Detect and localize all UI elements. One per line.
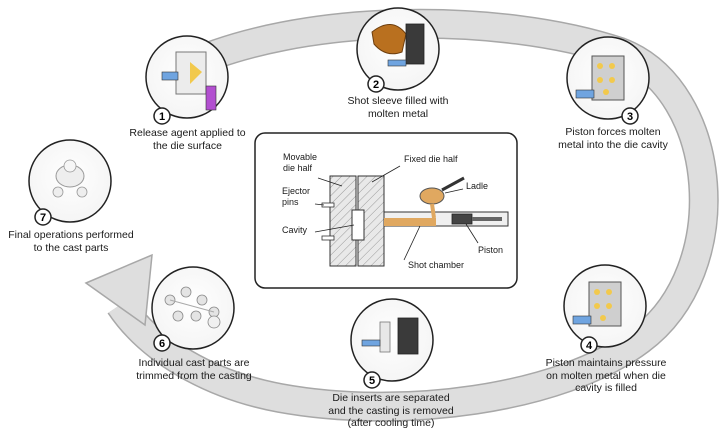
label-ejector-pins-1: Ejector bbox=[282, 186, 310, 196]
step-7-caption: Final operations performed to the cast p… bbox=[2, 229, 140, 254]
step-1-caption-line2: the die surface bbox=[153, 139, 222, 152]
step-3-number: 3 bbox=[627, 111, 633, 123]
step-1-caption: Release agent applied to the die surface bbox=[120, 127, 255, 152]
step-4-caption-line3: cavity is filled bbox=[575, 382, 637, 394]
ladle-handle bbox=[441, 176, 465, 192]
step-4-badge bbox=[580, 336, 598, 354]
step-5-caption-line1: Die inserts are separated bbox=[332, 392, 450, 404]
pouring-stream bbox=[430, 203, 436, 219]
step-5-number: 5 bbox=[369, 375, 375, 387]
cycle-arrow-head bbox=[84, 253, 153, 327]
step-2-caption-line1: Shot sleeve filled with bbox=[347, 95, 449, 107]
label-ejector-pins-2: pins bbox=[282, 197, 299, 207]
step-4-caption: Piston maintains pressure on molten meta… bbox=[540, 357, 672, 395]
step-6-number: 6 bbox=[159, 338, 165, 350]
ladle bbox=[419, 187, 445, 205]
step-1-badge bbox=[153, 107, 171, 125]
step-2-illustration: 2 bbox=[356, 7, 440, 93]
step-5-caption-line2: and the casting is removed bbox=[328, 404, 454, 417]
step-6-caption: Individual cast parts are trimmed from t… bbox=[128, 357, 260, 382]
step-2-caption: Shot sleeve filled with molten metal bbox=[337, 95, 459, 120]
piston bbox=[451, 213, 473, 225]
step-4-caption-line2: on molten metal when die bbox=[546, 369, 666, 382]
step-3-caption-line2: metal into the die cavity bbox=[558, 138, 668, 151]
step-6-caption-line1: Individual cast parts are bbox=[138, 357, 250, 369]
label-fixed-die-half: Fixed die half bbox=[404, 154, 458, 164]
ejector-pin-bottom bbox=[321, 235, 335, 241]
step-4-caption-line1: Piston maintains pressure bbox=[545, 357, 667, 369]
step-2-number: 2 bbox=[373, 79, 379, 91]
step-7-badge bbox=[34, 208, 52, 226]
cycle-arrow bbox=[84, 8, 719, 422]
leader-lines bbox=[314, 165, 479, 261]
step-3-badge bbox=[621, 107, 639, 125]
step-6-illustration: 6 bbox=[151, 266, 235, 352]
center-diagram-frame bbox=[254, 132, 518, 289]
step-7-caption-line1: Final operations performed bbox=[8, 229, 134, 241]
label-movable-die-half-2: die half bbox=[283, 163, 313, 173]
step-1-caption-line1: Release agent applied to bbox=[129, 127, 246, 139]
step-3-caption: Piston forces molten metal into the die … bbox=[548, 126, 678, 151]
step-1-number: 1 bbox=[159, 111, 165, 123]
step-7-caption-line2: to the cast parts bbox=[33, 241, 109, 254]
step-7-number: 7 bbox=[40, 212, 46, 224]
step-5-badge bbox=[363, 371, 381, 389]
step-7-illustration: 7 bbox=[28, 139, 112, 226]
label-shot-chamber: Shot chamber bbox=[408, 260, 464, 270]
step-2-caption-line2: molten metal bbox=[367, 107, 429, 120]
label-movable-die-half-1: Movable bbox=[283, 152, 317, 162]
step-4-number: 4 bbox=[586, 340, 593, 352]
step-5-caption: Die inserts are separated and the castin… bbox=[322, 392, 460, 430]
step-6-badge bbox=[153, 334, 171, 352]
label-ladle: Ladle bbox=[466, 181, 488, 191]
step-5-caption-line3: (after cooling time) bbox=[347, 417, 435, 429]
step-5-illustration: 5 bbox=[350, 298, 434, 389]
center-diagram: Movable die half Fixed die half Ejector … bbox=[254, 132, 518, 289]
step-2-badge bbox=[367, 75, 385, 93]
step-1-illustration: 1 bbox=[145, 35, 229, 125]
step-6-caption-line2: trimmed from the casting bbox=[136, 369, 252, 382]
label-cavity: Cavity bbox=[282, 225, 308, 235]
step-3-caption-line1: Piston forces molten bbox=[565, 126, 661, 138]
piston-rod bbox=[472, 217, 502, 221]
molten-metal-in-chamber bbox=[384, 218, 436, 226]
step-4-illustration: 4 bbox=[563, 264, 647, 354]
label-piston: Piston bbox=[478, 245, 503, 255]
step-3-illustration: 3 bbox=[566, 36, 650, 125]
